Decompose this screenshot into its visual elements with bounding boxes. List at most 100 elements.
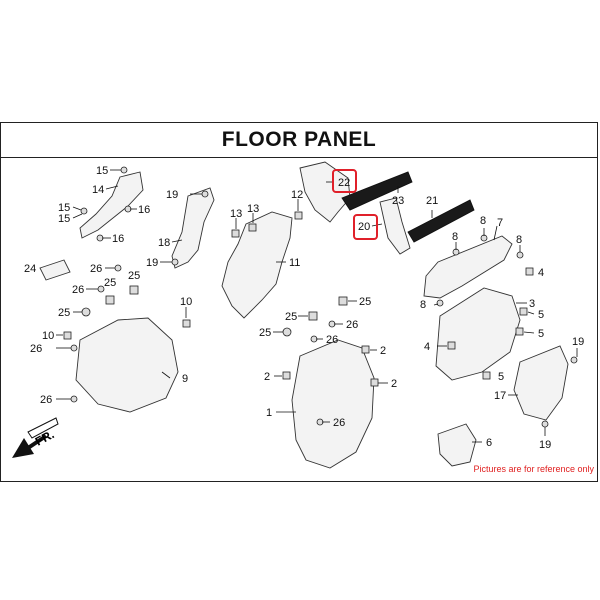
callout-8: 8 [420,299,426,311]
callout-8: 8 [516,234,522,246]
diagram-frame: FLOOR PANEL [0,122,598,482]
hardware [63,166,578,428]
callout-26: 26 [90,263,102,275]
part-14-bracket [79,171,144,239]
callout-15: 15 [58,213,70,225]
callout-26: 26 [40,394,52,406]
callout-1: 1 [266,407,272,419]
callout-26: 26 [30,343,42,355]
highlight-box-22 [332,169,357,193]
callout-25: 25 [285,311,297,323]
callout-22: 22 [338,177,350,189]
callout-10: 10 [180,296,192,308]
callout-16: 16 [112,233,124,245]
callout-25: 25 [359,296,371,308]
bolt-25a [105,295,115,305]
bolt-25d [338,296,348,306]
part-7-rail [423,235,513,299]
callout-9: 9 [182,373,188,385]
callout-19: 19 [572,336,584,348]
clip-2a [361,345,370,354]
callout-8: 8 [480,215,486,227]
part-22-panel [299,161,351,223]
title-bar: FLOOR PANEL [1,123,597,158]
clip-2c [370,378,379,387]
part-11-frame-cover [221,211,293,319]
part-18-side-cover [171,187,215,269]
bolt-25e [308,311,318,321]
bolt-25f [282,327,292,337]
part-23-mat [341,171,413,211]
callout-26: 26 [72,284,84,296]
part-17-side-plate [513,345,569,421]
callout-7: 7 [497,217,503,229]
callout-10: 10 [42,330,54,342]
clip-10a [182,319,191,328]
callout-25: 25 [58,307,70,319]
part-6-cover [437,423,477,467]
callout-23: 23 [392,195,404,207]
part-20-bracket [379,197,411,255]
callout-18: 18 [158,237,170,249]
diagram-title: FLOOR PANEL [221,128,377,151]
callout-labels: 15 14 15 15 16 16 24 26 26 25 25 25 10 1… [24,165,584,451]
leader-lines [56,169,578,443]
callout-19: 19 [146,257,158,269]
callout-2: 2 [264,371,270,383]
callout-20: 20 [358,221,370,233]
callout-11: 11 [289,257,300,269]
callout-4: 4 [424,341,430,353]
callout-25: 25 [128,270,140,282]
callout-21: 21 [426,195,438,207]
screw-19d [541,420,549,428]
screw-8d [436,299,444,307]
screw-8c [516,251,524,259]
callout-5: 5 [538,328,544,340]
part-24-pad [39,259,71,281]
clip-4b [447,341,456,350]
part-21-mat [407,199,475,243]
callout-15: 15 [58,202,70,214]
part-1-center-cover [291,339,375,469]
callout-13: 13 [230,208,242,220]
callout-15: 15 [96,165,108,177]
callout-5: 5 [498,371,504,383]
callout-19: 19 [539,439,551,451]
callout-17: 17 [494,390,506,402]
callout-26: 26 [346,319,358,331]
callout-25: 25 [259,327,271,339]
callout-2: 2 [380,345,386,357]
callout-16: 16 [138,204,150,216]
screw-15b [80,207,88,215]
callout-3: 3 [529,298,535,310]
screw-15a [120,166,128,174]
screw-26a [114,264,122,272]
clip-13a [231,229,240,238]
arrow-head-icon [12,438,34,458]
callout-2: 2 [391,378,397,390]
reference-note: Pictures are for reference only [473,464,594,474]
callout-19: 19 [166,189,178,201]
callout-14: 14 [92,184,104,196]
clip-5c [482,371,491,380]
callout-13: 13 [247,203,259,215]
clip-2b [282,371,291,380]
callout-5: 5 [538,309,544,321]
clip-13b [248,223,257,232]
highlight-box-20 [353,214,378,240]
screw-26d [70,395,78,403]
clip-5b [515,327,524,336]
front-arrow: FR. [12,417,59,458]
bolt-25b [129,285,139,295]
screw-26c [70,344,78,352]
screw-19a [201,190,209,198]
clip-12 [294,211,303,220]
clip-4a [525,267,534,276]
callout-24: 24 [24,263,36,275]
part-9-lower-cover [75,317,179,413]
callout-25: 25 [104,277,116,289]
clip-10b [63,331,72,340]
callout-8: 8 [452,231,458,243]
callout-26: 26 [333,417,345,429]
